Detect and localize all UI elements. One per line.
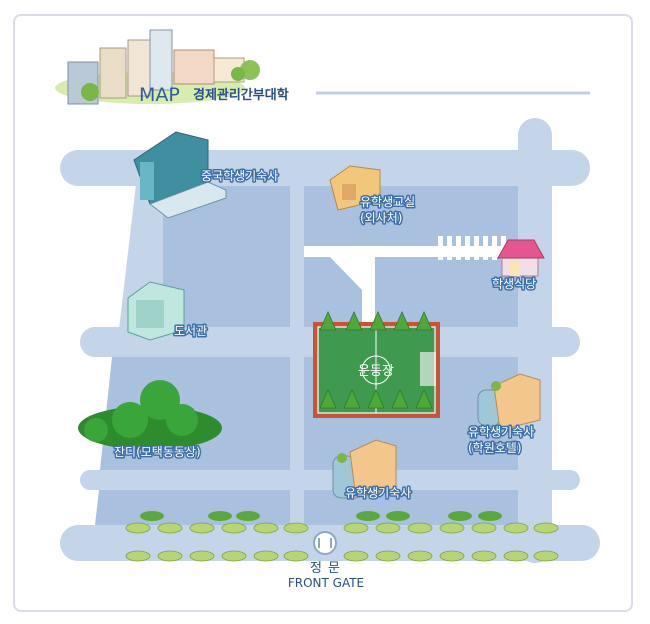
intl-dorm-hotel-building[interactable] [477, 373, 541, 431]
header-title: 경제관리간부대학 [193, 87, 289, 103]
library-label: 도서관 [174, 324, 207, 338]
playground-trees [319, 311, 433, 409]
header-map-word: MAP [139, 84, 180, 106]
intl-classroom-label: 유학생교실 [360, 195, 415, 209]
lawn-statue-area[interactable] [78, 380, 222, 450]
intl-dorm-building[interactable] [332, 439, 397, 499]
roadside-trees [140, 511, 502, 521]
chinese-dorm-building[interactable] [133, 131, 227, 219]
cafeteria-label: 학생식당 [492, 277, 536, 291]
front-gate-korean: 정문 [310, 561, 346, 576]
lawn-label: 잔디(모택동동상) [114, 445, 201, 459]
header-buildings-illustration [55, 29, 260, 105]
hedge-row [125, 522, 559, 562]
intl-classroom-building[interactable] [329, 165, 381, 211]
intl-classroom-sublabel: (외사처) [360, 211, 402, 225]
front-gate-marker[interactable] [313, 531, 337, 555]
chinese-dorm-label: 중국학생기숙사 [201, 169, 278, 183]
playground-label: 운동장 [358, 364, 394, 379]
cafeteria-building[interactable] [497, 239, 545, 277]
front-gate-english: FRONT GATE [288, 576, 364, 590]
intl-dorm-hotel-sublabel: (학원호텔) [468, 441, 522, 455]
intl-dorm-label: 유학생기숙사 [345, 486, 411, 500]
intl-dorm-hotel-label: 유학생기숙사 [468, 425, 534, 439]
library-building[interactable] [127, 281, 185, 341]
